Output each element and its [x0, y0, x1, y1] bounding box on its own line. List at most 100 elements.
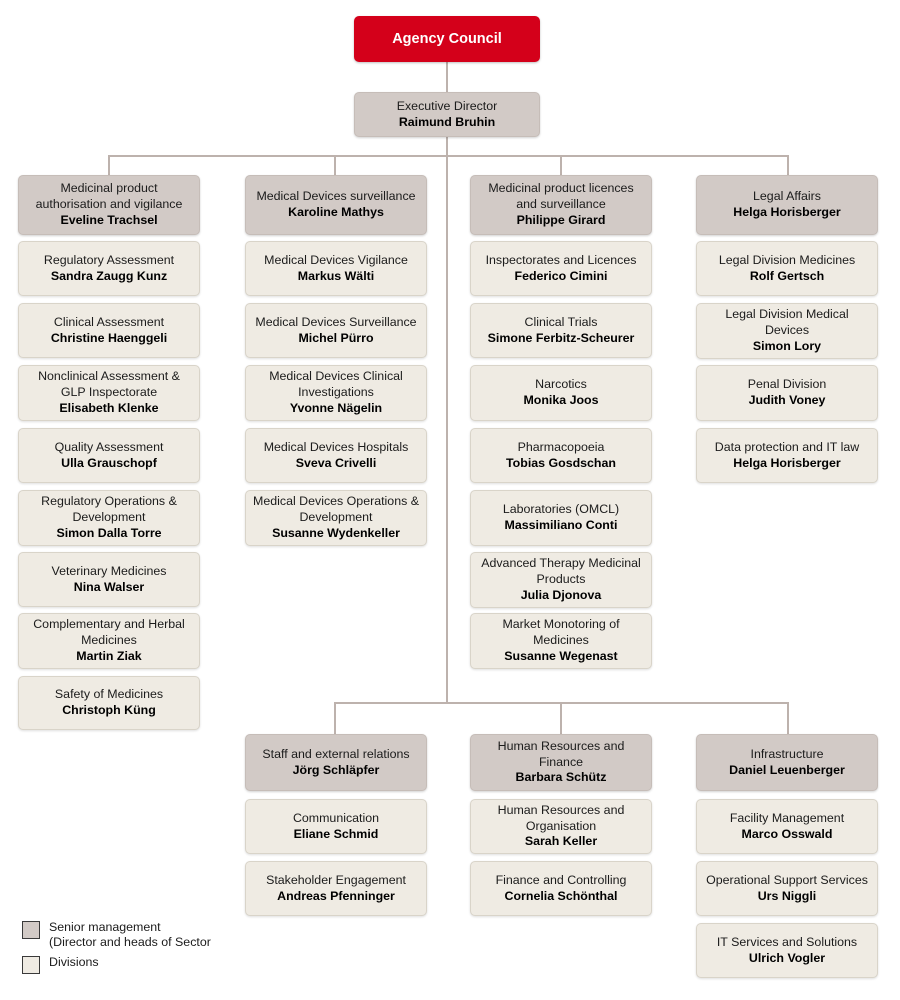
node-division-facility-management[interactable]: Facility Management Marco Osswald: [696, 799, 878, 854]
node-unit-label: Clinical Assessment: [53, 314, 165, 329]
node-head-human-resources-and-finance[interactable]: Human Resources and Finance Barbara Schü…: [470, 734, 652, 791]
node-unit-label: Data protection and IT law: [714, 439, 860, 454]
node-person-label: Philippe Girard: [516, 212, 606, 227]
node-division-narcotics[interactable]: Narcotics Monika Joos: [470, 365, 652, 421]
node-person-label: Barbara Schütz: [515, 770, 607, 785]
node-division-data-protection-and-it-law[interactable]: Data protection and IT law Helga Horisbe…: [696, 428, 878, 483]
node-division-medical-devices-surveillance[interactable]: Medical Devices Surveillance Michel Pürr…: [245, 303, 427, 358]
node-unit-label: Veterinary Medicines: [51, 563, 167, 578]
node-person-label: Simon Lory: [752, 338, 822, 353]
legend-label-senior-line2: (Director and heads of Sector: [49, 935, 211, 950]
node-division-stakeholder-engagement[interactable]: Stakeholder Engagement Andreas Pfenninge…: [245, 861, 427, 916]
node-unit-label: Legal Affairs: [753, 189, 821, 204]
node-division-clinical-assessment[interactable]: Clinical Assessment Christine Haenggeli: [18, 303, 200, 358]
connector-root-to-executive: [446, 62, 448, 92]
node-unit-label: Staff and external relations: [262, 746, 410, 761]
node-person-label: Yvonne Nägelin: [289, 400, 383, 415]
node-unit-label: Legal Division Medical Devices: [725, 307, 849, 338]
node-unit-label: Infrastructure: [750, 746, 824, 761]
node-unit-label: Communication: [292, 810, 380, 825]
node-division-legal-division-medical-devices[interactable]: Legal Division Medical Devices Simon Lor…: [696, 303, 878, 359]
node-division-penal-division[interactable]: Penal Division Judith Voney: [696, 365, 878, 421]
node-division-pharmacopoeia[interactable]: Pharmacopoeia Tobias Gosdschan: [470, 428, 652, 483]
node-division-human-resources-and-organisation[interactable]: Human Resources and Organisation Sarah K…: [470, 799, 652, 854]
node-person-label: Tobias Gosdschan: [506, 455, 616, 470]
node-person-label: Cornelia Schönthal: [504, 888, 618, 903]
node-division-medical-devices-hospitals[interactable]: Medical Devices Hospitals Sveva Crivelli: [245, 428, 427, 483]
node-division-regulatory-operations-development[interactable]: Regulatory Operations & Development Simo…: [18, 490, 200, 546]
node-unit-label: Facility Management: [729, 810, 845, 825]
node-person-label: Sandra Zaugg Kunz: [50, 268, 168, 283]
legend-swatch-division-icon: [22, 956, 40, 975]
node-division-communication[interactable]: Communication Eliane Schmid: [245, 799, 427, 854]
node-unit-label: IT Services and Solutions: [716, 934, 858, 949]
legend: Senior management (Director and heads of…: [22, 920, 282, 979]
node-head-legal-affairs[interactable]: Legal Affairs Helga Horisberger: [696, 175, 878, 235]
node-division-quality-assessment[interactable]: Quality Assessment Ulla Grauschopf: [18, 428, 200, 483]
node-person-label: Christoph Küng: [62, 703, 156, 717]
node-person-label: Federico Cimini: [514, 268, 608, 283]
node-person-label: Michel Pürro: [298, 330, 374, 345]
node-person-label: Andreas Pfenninger: [277, 888, 395, 903]
node-person-label: Ulrich Vogler: [748, 950, 826, 965]
node-division-complementary-and-herbal-medicines[interactable]: Complementary and Herbal Medicines Marti…: [18, 613, 200, 669]
node-division-market-monitoring-of-medicines[interactable]: Market Monotoring of Medicines Susanne W…: [470, 613, 652, 669]
node-unit-label: Regulatory Assessment: [43, 252, 175, 267]
node-unit-label: Narcotics: [535, 377, 587, 392]
node-person-label: Susanne Wydenkeller: [272, 525, 400, 540]
node-division-regulatory-assessment[interactable]: Regulatory Assessment Sandra Zaugg Kunz: [18, 241, 200, 296]
node-person-label: Jörg Schläpfer: [292, 762, 380, 777]
node-head-medicinal-product-licences-and-surveillance[interactable]: Medicinal product licences and surveilla…: [470, 175, 652, 235]
node-person-label: Susanne Wegenast: [504, 648, 618, 663]
node-unit-label: Medical Devices Vigilance: [264, 252, 408, 267]
connector-executive-down: [446, 137, 448, 703]
node-unit-label: Agency Council: [392, 30, 502, 47]
node-head-infrastructure[interactable]: Infrastructure Daniel Leuenberger: [696, 734, 878, 791]
node-person-label: Nina Walser: [73, 579, 145, 594]
node-division-inspectorates-and-licences[interactable]: Inspectorates and Licences Federico Cimi…: [470, 241, 652, 296]
node-head-medicinal-product-authorisation-and-vigilance[interactable]: Medicinal product authorisation and vigi…: [18, 175, 200, 235]
node-division-medical-devices-vigilance[interactable]: Medical Devices Vigilance Markus Wälti: [245, 241, 427, 296]
node-head-medical-devices-surveillance[interactable]: Medical Devices surveillance Karoline Ma…: [245, 175, 427, 235]
node-person-label: Elisabeth Klenke: [59, 400, 159, 415]
node-person-label: Helga Horisberger: [733, 205, 841, 219]
connector-drop-bottom-col-2: [560, 702, 562, 734]
node-division-nonclinical-assessment-glp-inspectorate[interactable]: Nonclinical Assessment & GLP Inspectorat…: [18, 365, 200, 421]
node-unit-label: Clinical Trials: [524, 314, 598, 329]
connector-drop-col-1: [108, 155, 110, 175]
node-division-operational-support-services[interactable]: Operational Support Services Urs Niggli: [696, 861, 878, 916]
node-agency-council[interactable]: Agency Council: [354, 16, 540, 62]
node-unit-label: Market Monotoring of Medicines: [502, 617, 620, 648]
node-unit-label: Medical Devices Surveillance: [255, 314, 417, 329]
node-executive-director[interactable]: Executive Director Raimund Bruhin: [354, 92, 540, 137]
node-division-laboratories-omcl[interactable]: Laboratories (OMCL) Massimiliano Conti: [470, 490, 652, 546]
node-division-finance-and-controlling[interactable]: Finance and Controlling Cornelia Schönth…: [470, 861, 652, 916]
node-unit-label: Laboratories (OMCL): [502, 502, 620, 517]
node-division-safety-of-medicines[interactable]: Safety of Medicines Christoph Küng: [18, 676, 200, 730]
node-unit-label: Stakeholder Engagement: [266, 872, 406, 887]
node-person-label: Martin Ziak: [76, 648, 142, 663]
node-unit-label: Safety of Medicines: [54, 687, 164, 702]
node-person-label: Eveline Trachsel: [60, 212, 158, 227]
legend-item-senior-management: Senior management (Director and heads of…: [22, 920, 282, 950]
node-division-medical-devices-clinical-investigations[interactable]: Medical Devices Clinical Investigations …: [245, 365, 427, 421]
node-person-label: Simon Dalla Torre: [56, 525, 162, 540]
node-person-label: Christine Haenggeli: [50, 330, 168, 345]
node-division-clinical-trials[interactable]: Clinical Trials Simone Ferbitz-Scheurer: [470, 303, 652, 358]
node-unit-label: Quality Assessment: [54, 439, 164, 454]
connector-drop-bottom-col-1: [334, 702, 336, 734]
connector-top-horizontal-bus: [108, 155, 788, 157]
node-unit-label: Pharmacopoeia: [517, 439, 605, 454]
node-division-veterinary-medicines[interactable]: Veterinary Medicines Nina Walser: [18, 552, 200, 607]
node-unit-label: Human Resources and Finance: [497, 738, 625, 769]
node-division-advanced-therapy-medicinal-products[interactable]: Advanced Therapy Medicinal Products Juli…: [470, 552, 652, 608]
node-division-medical-devices-operations-development[interactable]: Medical Devices Operations & Development…: [245, 490, 427, 546]
node-head-staff-and-external-relations[interactable]: Staff and external relations Jörg Schläp…: [245, 734, 427, 791]
node-unit-label: Inspectorates and Licences: [485, 252, 637, 267]
node-person-label: Daniel Leuenberger: [729, 762, 845, 777]
node-person-label: Markus Wälti: [297, 268, 375, 283]
node-division-it-services-and-solutions[interactable]: IT Services and Solutions Ulrich Vogler: [696, 923, 878, 978]
node-division-legal-division-medicines[interactable]: Legal Division Medicines Rolf Gertsch: [696, 241, 878, 296]
node-unit-label: Medical Devices surveillance: [256, 189, 416, 204]
